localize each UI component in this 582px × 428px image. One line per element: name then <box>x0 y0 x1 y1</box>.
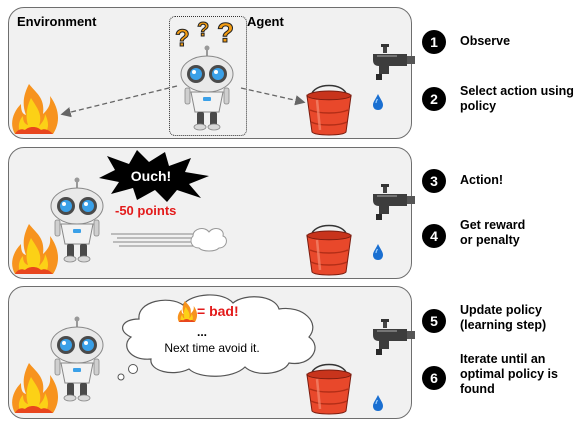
agent-selection-box <box>169 16 247 136</box>
svg-text:?: ? <box>197 19 209 41</box>
thought-bubble <box>117 294 316 381</box>
step-label: Action! <box>460 173 504 187</box>
water-drop-icon <box>372 93 384 111</box>
step-label: Get reward or penalty <box>460 218 526 247</box>
update-panel: = bad! ... Next time avoid it. <box>8 286 416 419</box>
step-observe: 1 Observe <box>422 30 576 54</box>
bad-label: = bad! <box>197 303 239 319</box>
bucket-icon <box>305 84 353 137</box>
step-number-badge: 6 <box>422 366 446 390</box>
action-panel: Ouch! -50 points <box>8 147 416 279</box>
svg-text:?: ? <box>217 17 234 48</box>
step-label: Select action using policy <box>460 84 574 113</box>
step-update-policy: 5 Update policy (learning step) <box>422 303 576 333</box>
step-label: Observe <box>460 34 511 48</box>
faucet-icon <box>372 183 416 221</box>
agent-label: Agent <box>247 14 284 29</box>
steps-list: 1 Observe 2 Select action using policy 3… <box>418 0 582 428</box>
water-drop-icon <box>372 394 384 412</box>
bucket-icon <box>305 363 353 416</box>
fire-icon <box>177 301 198 322</box>
step-label: Iterate until an optimal policy is found <box>460 352 558 396</box>
penalty-points: -50 points <box>115 203 177 218</box>
step-get-reward: 4 Get reward or penalty <box>422 218 540 248</box>
faucet-icon <box>372 43 416 81</box>
observe-panel: Environment Agent ? ? ? <box>8 7 416 139</box>
observe-arrows <box>60 85 306 118</box>
water-drop-icon <box>372 243 384 261</box>
step-number-badge: 1 <box>422 30 446 54</box>
step-action: 3 Action! <box>422 169 576 193</box>
robot-agent-icon <box>50 316 104 402</box>
step-iterate: 6 Iterate until an optimal policy is fou… <box>422 352 572 397</box>
environment-label: Environment <box>17 14 97 29</box>
step-number-badge: 4 <box>422 224 446 248</box>
question-marks-icon: ? ? ? <box>175 17 235 53</box>
svg-text:?: ? <box>175 25 190 52</box>
step-number-badge: 5 <box>422 309 446 333</box>
thought-ellipsis: ... <box>197 325 208 339</box>
bucket-icon <box>305 224 353 277</box>
ouch-burst: Ouch! <box>99 150 209 202</box>
ouch-text: Ouch! <box>131 168 171 184</box>
step-number-badge: 3 <box>422 169 446 193</box>
step-label: Update policy (learning step) <box>460 303 547 332</box>
step-number-badge: 2 <box>422 87 446 111</box>
step-select-action: 2 Select action using policy <box>422 84 576 114</box>
faucet-icon <box>372 318 416 356</box>
thought-text: Next time avoid it. <box>164 341 260 355</box>
motion-lines-icon <box>111 228 227 252</box>
